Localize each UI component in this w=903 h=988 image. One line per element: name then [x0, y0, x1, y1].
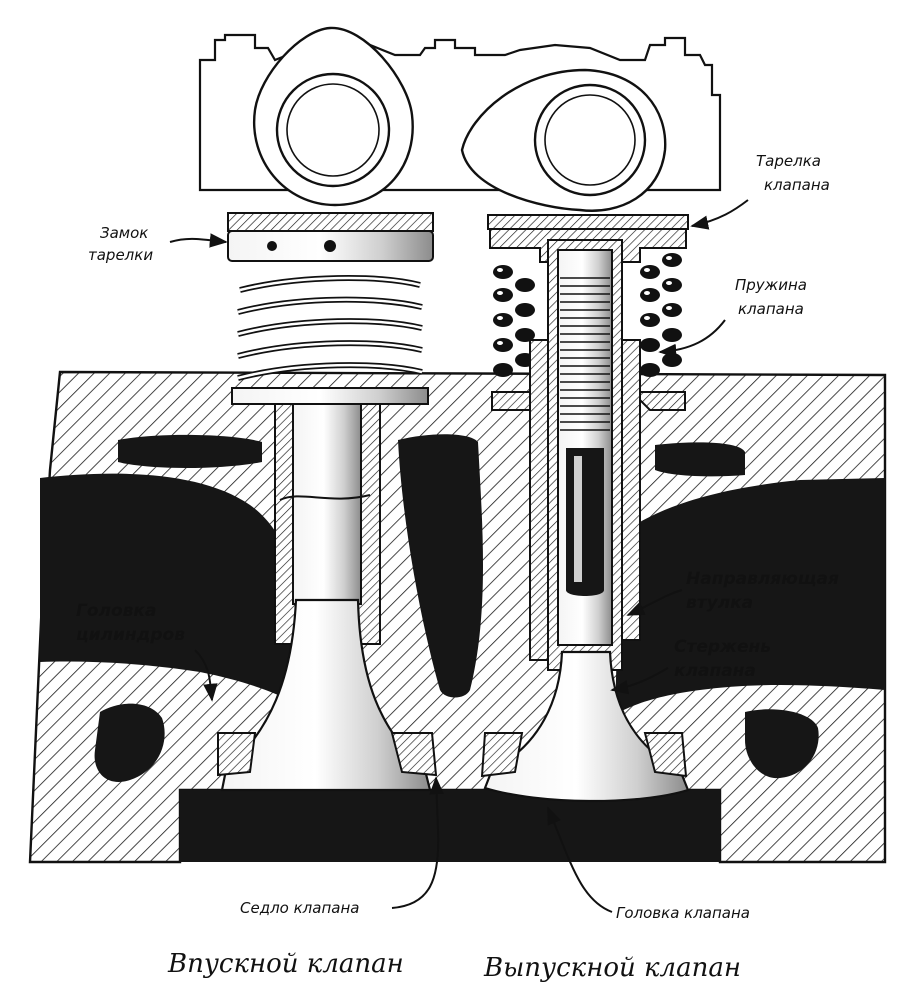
label-sterzhen-klapana-2: клапана: [674, 661, 756, 681]
exhaust-valve-seat: [643, 732, 688, 778]
caption-exhaust-valve: Выпускной клапан: [483, 953, 741, 983]
label-golovka-tsilindrov-2: цилиндров: [76, 625, 185, 645]
intake-spring-retainer: [227, 212, 434, 232]
intake-valve-stem: [292, 403, 362, 605]
exhaust-valve-head: [483, 650, 690, 803]
label-sedlo-klapana: Седло клапана: [240, 899, 359, 917]
arrow-sterzhen-klapana: [610, 667, 669, 695]
label-tarelka-klapana-2: клапана: [764, 176, 830, 194]
arrow-sedlo-klapana: [391, 776, 444, 909]
label-golovka-klapana: Головка клапана: [616, 904, 750, 922]
arrow-tarelka-klapana: [690, 199, 749, 230]
arrow-golovka-klapana: [547, 806, 613, 913]
label-pruzhina-klapana-2: клапана: [738, 300, 804, 318]
arrow-zamok-tarelki: [169, 233, 228, 248]
label-sterzhen-klapana-1: Стержень: [674, 637, 771, 657]
arrow-pruzhina-klapana: [658, 319, 726, 359]
leader-arrows: [169, 199, 749, 913]
label-tarelka-klapana-1: Тарелка: [756, 152, 821, 170]
exhaust-valve-assembly: [480, 214, 690, 803]
label-golovka-tsilindrov-1: Головка: [76, 601, 156, 621]
cylinder-head-casting: [28, 370, 887, 864]
arrow-golovka-tsilindrov: [194, 649, 218, 702]
intake-valve-assembly: [217, 212, 438, 792]
label-napravlyayushchaya-vtulka-1: Направляющая: [686, 569, 839, 589]
arrow-napravlyayushchaya-vtulka: [626, 589, 683, 616]
exhaust-spring-retainer: [487, 214, 689, 230]
label-napravlyayushchaya-vtulka-2: втулка: [686, 593, 753, 613]
label-zamok-tarelki-1: Замок: [100, 224, 148, 242]
label-zamok-tarelki-2: тарелки: [88, 246, 153, 264]
label-pruzhina-klapana-1: Пружина: [735, 276, 807, 294]
camshaft-housing: [198, 26, 722, 212]
caption-intake-valve: Впускной клапан: [167, 949, 404, 979]
intake-valve-seat: [390, 732, 438, 777]
